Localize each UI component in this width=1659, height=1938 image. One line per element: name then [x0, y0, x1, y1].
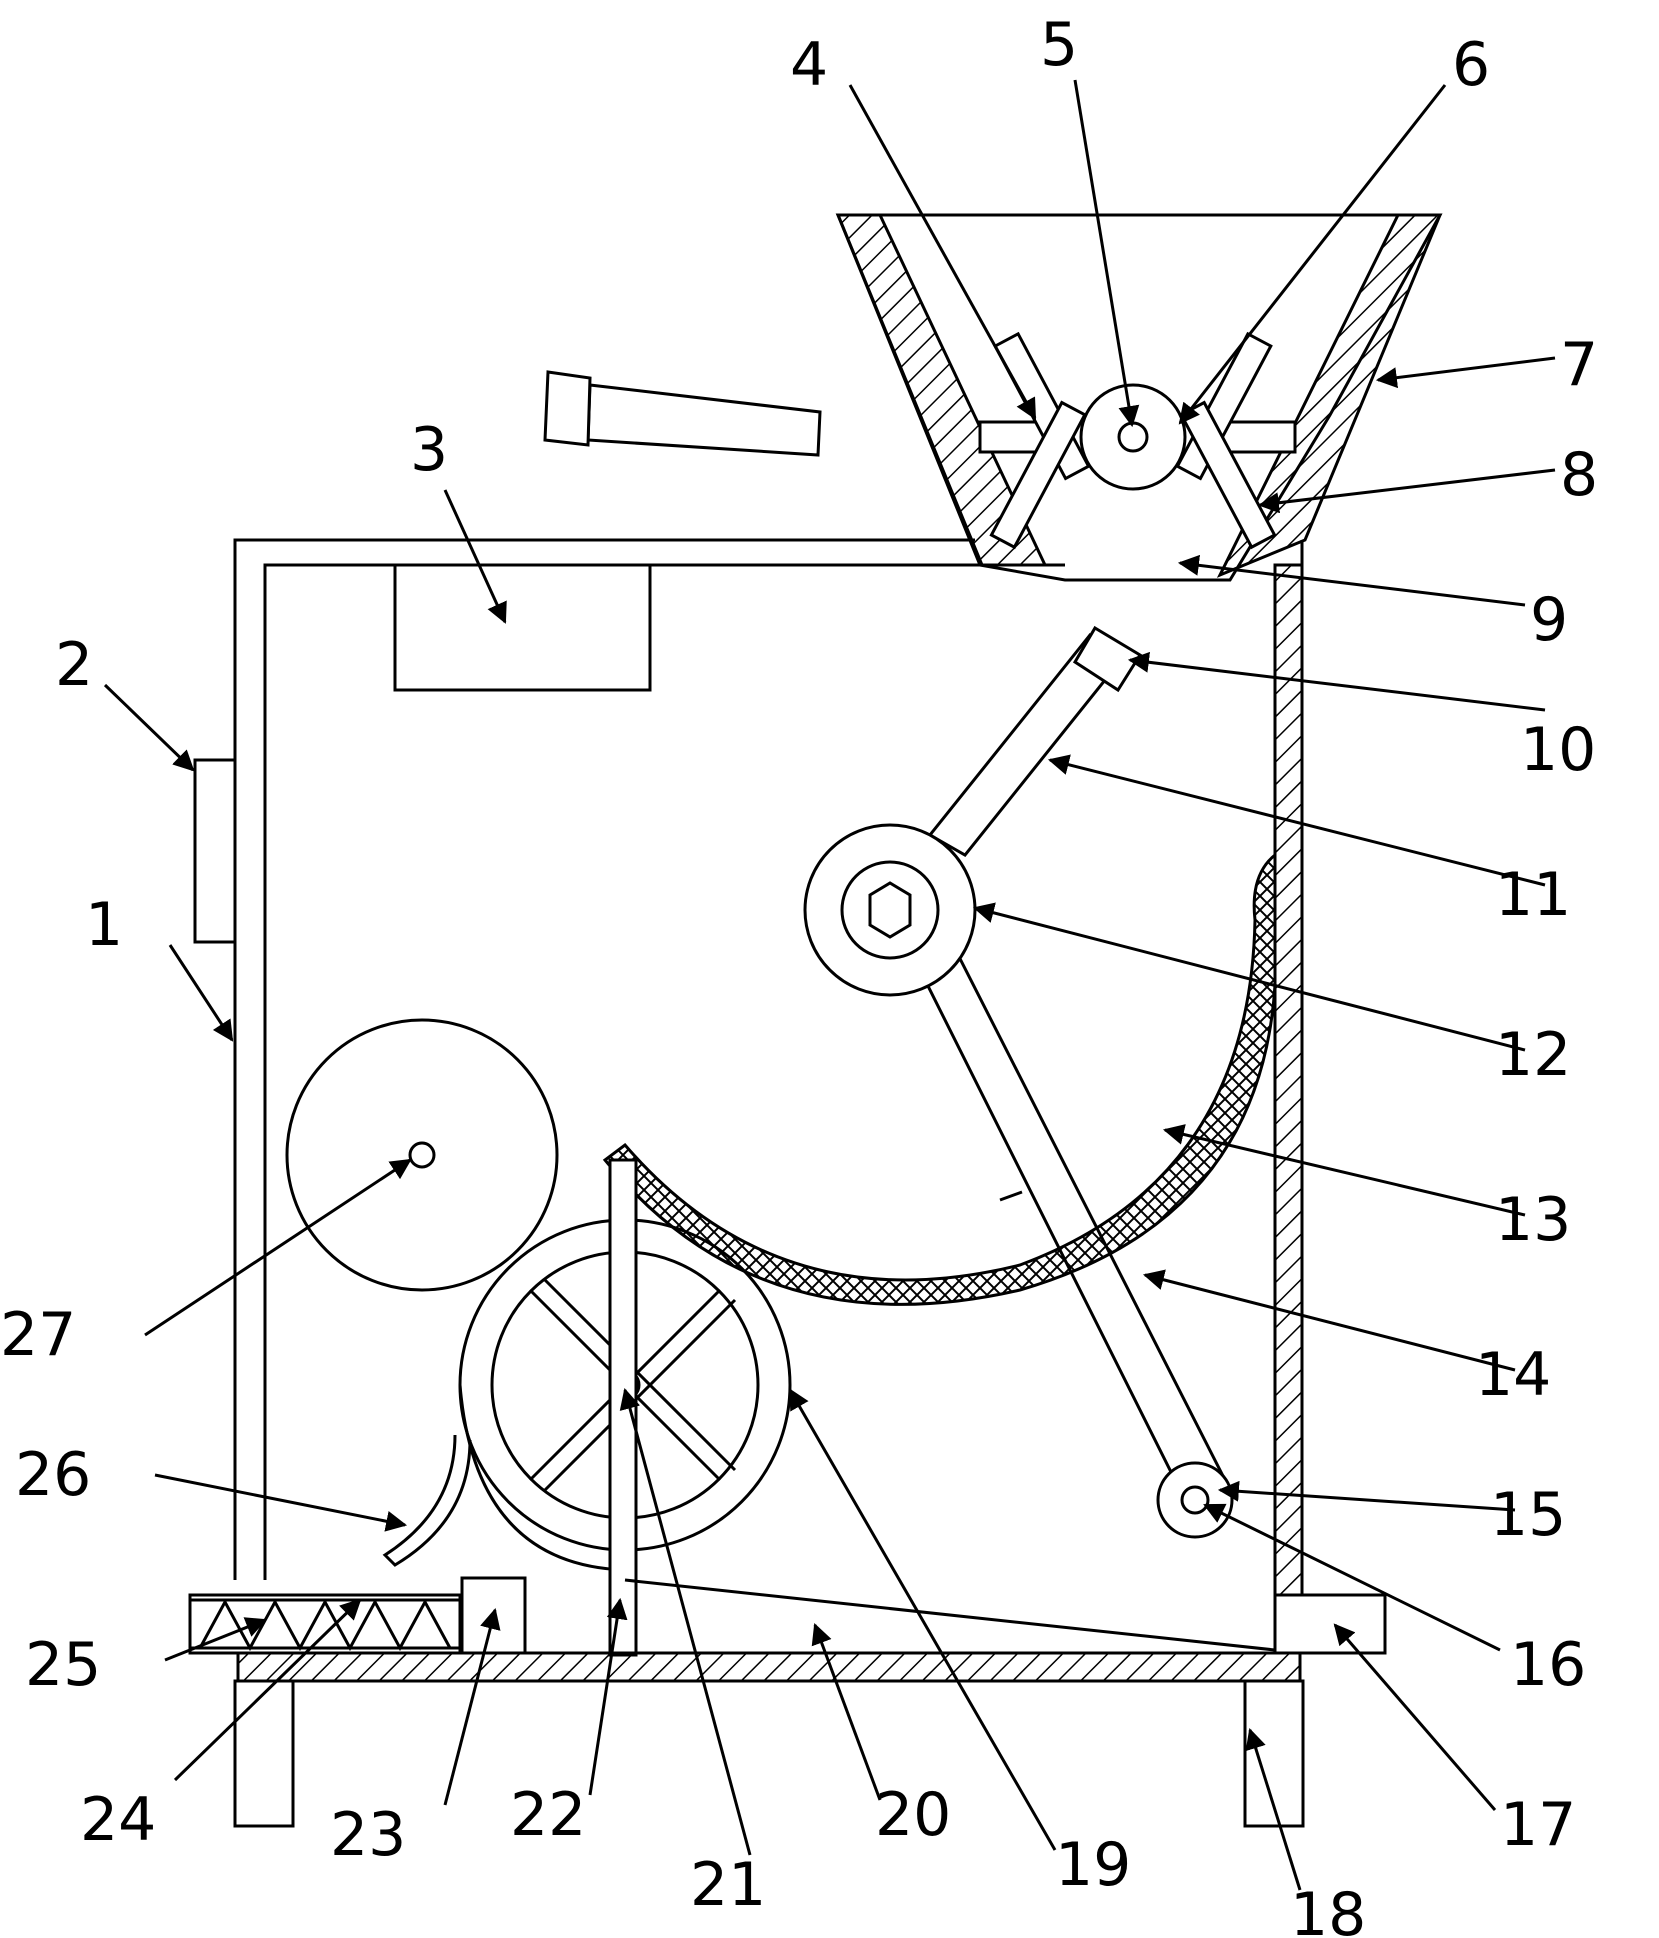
- leader-26: [154, 1473, 408, 1532]
- label-23: 23: [330, 1800, 406, 1870]
- label-24: 24: [80, 1785, 156, 1855]
- top-box: [393, 563, 652, 692]
- label-4: 4: [790, 30, 828, 100]
- inclined-plate: [624, 1578, 1276, 1652]
- leader-13: [1162, 1124, 1526, 1217]
- hopper-right-hatched-wall: [1216, 213, 1443, 578]
- leader-23: [443, 1607, 501, 1806]
- paddle-arm-assembly: [543, 370, 1228, 1492]
- label-9: 9: [1530, 585, 1568, 655]
- leader-4: [848, 84, 1037, 420]
- leader-8: [1257, 468, 1556, 514]
- leader-2: [103, 683, 195, 772]
- curved-screen: [602, 851, 1277, 1306]
- leader-22: [588, 1597, 628, 1796]
- screw-conveyor: [188, 1593, 462, 1655]
- leader-17: [1333, 1623, 1497, 1811]
- leader-lines: [103, 79, 1556, 1891]
- right-wall-hatched: [1273, 563, 1304, 1597]
- label-11: 11: [1495, 860, 1571, 930]
- leader-21: [619, 1387, 752, 1856]
- leader-9: [1177, 554, 1526, 607]
- label-7: 7: [1560, 330, 1598, 400]
- label-20: 20: [875, 1780, 951, 1850]
- leader-3: [443, 489, 507, 624]
- label-22: 22: [510, 1780, 586, 1850]
- rotor-shaft: [1117, 421, 1149, 453]
- label-27: 27: [0, 1300, 76, 1370]
- arm-hub-nut: [868, 881, 912, 939]
- leader-16: [1203, 1503, 1501, 1652]
- base-plate: [236, 1651, 1302, 1683]
- label-2: 2: [55, 630, 93, 700]
- leader-6: [1178, 84, 1447, 425]
- label-14: 14: [1475, 1340, 1551, 1410]
- label-26: 26: [15, 1440, 91, 1510]
- label-16: 16: [1510, 1630, 1586, 1700]
- leader-25: [164, 1617, 267, 1662]
- label-25: 25: [25, 1630, 101, 1700]
- leader-18: [1245, 1727, 1302, 1891]
- leader-19: [788, 1388, 1057, 1851]
- label-5: 5: [1040, 10, 1078, 80]
- label-13: 13: [1495, 1185, 1571, 1255]
- side-outlet: [1273, 1593, 1387, 1655]
- label-18: 18: [1290, 1880, 1366, 1938]
- label-21: 21: [690, 1850, 766, 1920]
- left-arm-tip: [543, 370, 592, 447]
- label-1: 1: [85, 890, 123, 960]
- leader-20: [811, 1623, 882, 1801]
- label-17: 17: [1500, 1790, 1576, 1860]
- leader-11: [1047, 754, 1546, 887]
- housing: [233, 538, 1304, 1597]
- label-19: 19: [1055, 1830, 1131, 1900]
- leader-27: [144, 1158, 412, 1337]
- leader-14: [1142, 1269, 1516, 1372]
- label-3: 3: [410, 415, 448, 485]
- leader-10: [1127, 651, 1546, 712]
- label-6: 6: [1452, 30, 1490, 100]
- leader-24: [173, 1598, 362, 1782]
- leader-5: [1073, 79, 1140, 428]
- control-box: [193, 758, 237, 944]
- lower-pulley-shaft: [1180, 1485, 1210, 1515]
- label-8: 8: [1560, 440, 1598, 510]
- arm-tip: [1072, 625, 1143, 693]
- label-12: 12: [1495, 1020, 1571, 1090]
- discharge-chute: [382, 1434, 472, 1567]
- leader-15: [1217, 1480, 1516, 1512]
- drum-shaft: [408, 1141, 436, 1169]
- fan-casing: [458, 1384, 626, 1572]
- leader-12: [972, 902, 1526, 1052]
- label-15: 15: [1490, 1480, 1566, 1550]
- label-10: 10: [1520, 715, 1596, 785]
- leader-1: [168, 944, 234, 1042]
- left-arm: [586, 383, 822, 457]
- part-labels: 1 2 3 4 5 6 7 8 9 10 11 12 13 14 15 16 1…: [0, 10, 1598, 1938]
- hopper-left-hatched-wall: [835, 213, 1048, 567]
- crushing-rotor: [989, 331, 1277, 550]
- left-leg: [233, 1679, 295, 1828]
- leader-7: [1375, 356, 1556, 389]
